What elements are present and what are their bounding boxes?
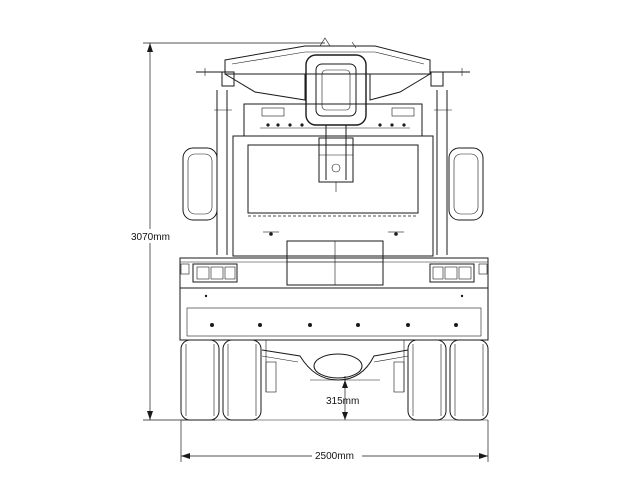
height-label: 3070mm <box>131 232 170 243</box>
main-body <box>232 135 434 286</box>
top-frame <box>196 37 470 101</box>
lower-deck <box>179 287 489 341</box>
rear-bumper <box>179 257 489 289</box>
side-tanks <box>182 147 484 221</box>
upper-light-bar <box>243 103 423 137</box>
clearance-label: 315mm <box>326 396 359 407</box>
left-wheels <box>180 339 262 421</box>
central-mast <box>305 54 367 192</box>
rear-axle <box>261 340 409 393</box>
width-dimension: 2500mm <box>180 420 489 462</box>
height-dimension: 3070mm <box>128 42 325 421</box>
right-wheels <box>407 339 489 421</box>
width-label: 2500mm <box>315 451 354 462</box>
upright-posts <box>214 90 452 255</box>
clearance-dimension: 315mm <box>310 376 380 420</box>
